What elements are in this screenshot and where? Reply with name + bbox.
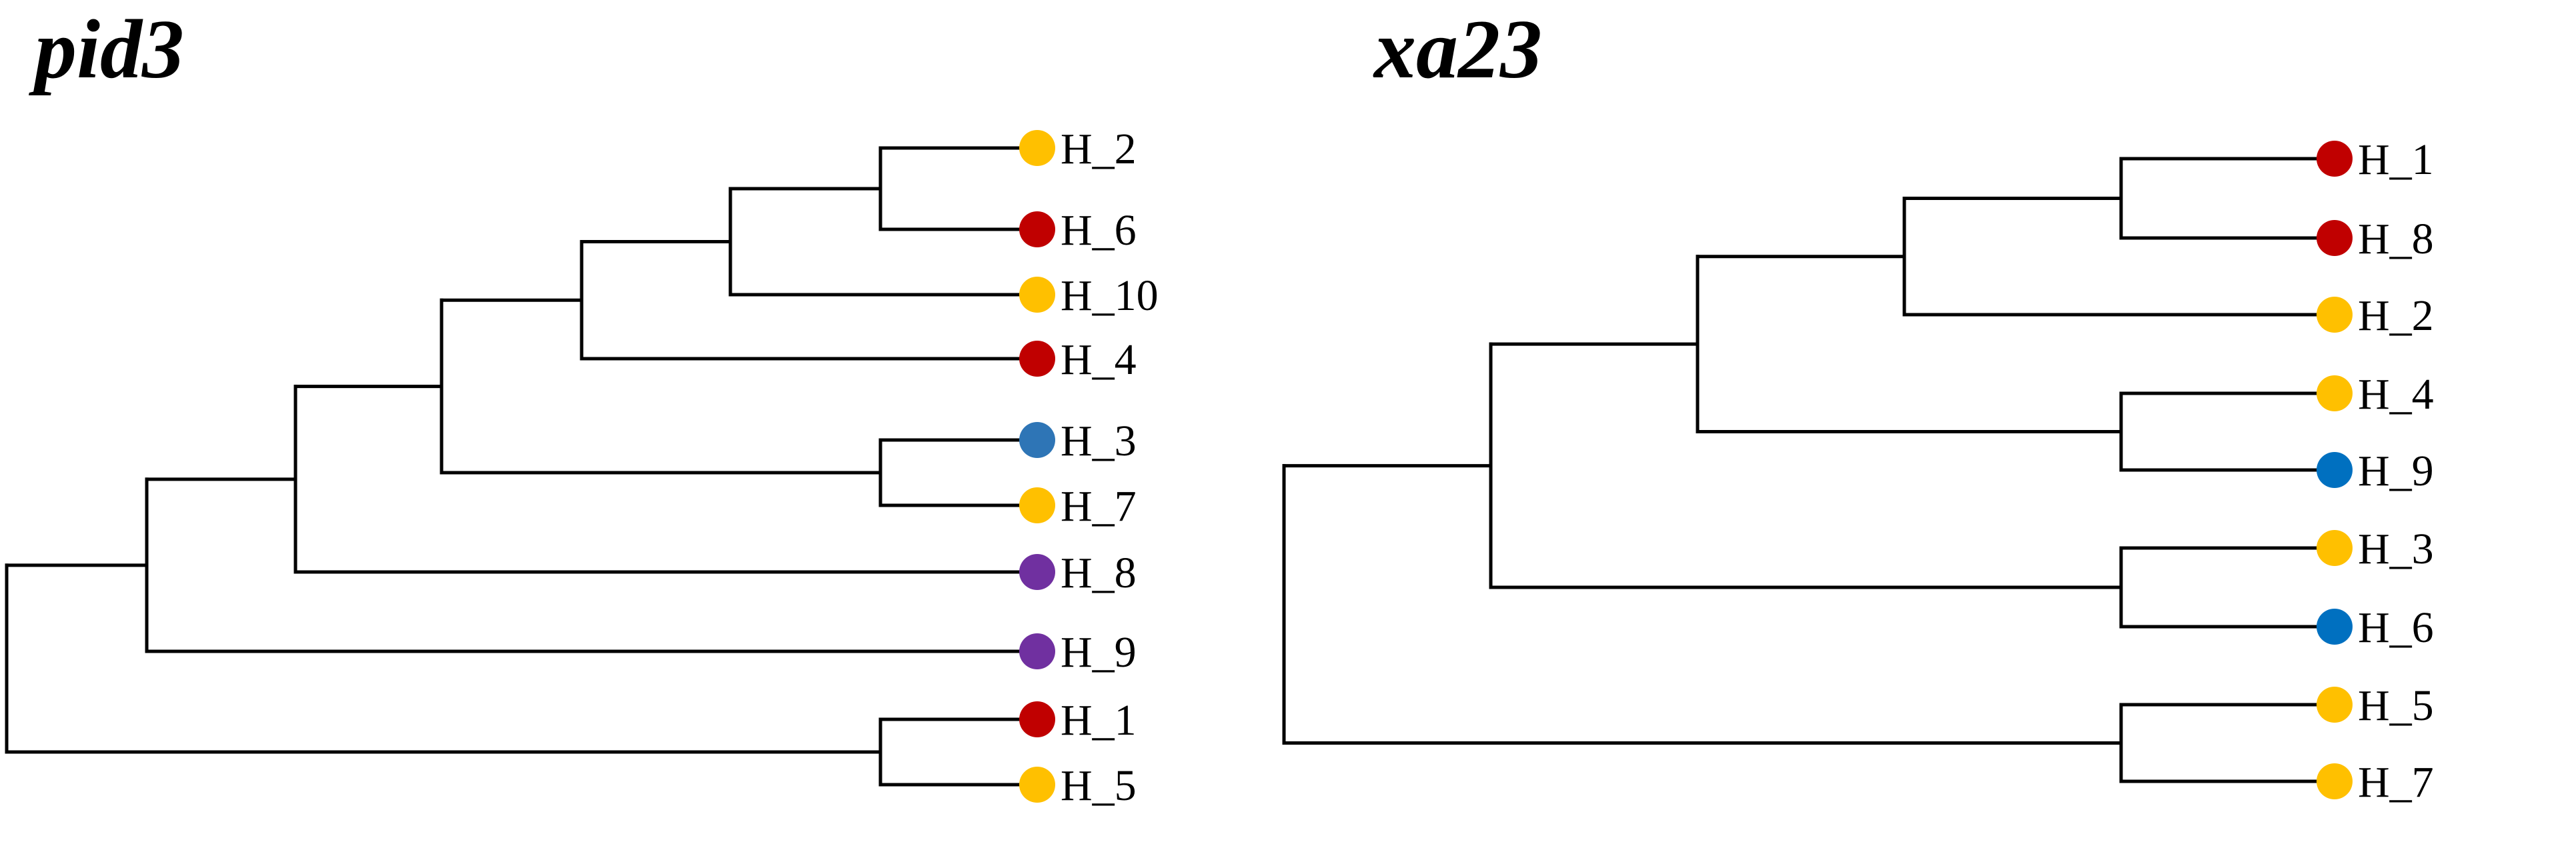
tip-label-h-5: H_5 <box>1061 761 1137 810</box>
tip-label-h-7: H_7 <box>2358 758 2434 807</box>
tip-label-h-9: H_9 <box>2358 447 2434 495</box>
tree-title-pid3: pid3 <box>35 3 185 96</box>
tip-marker-h-8 <box>2317 220 2353 256</box>
tip-label-h-6: H_6 <box>1061 206 1137 255</box>
tip-label-h-2: H_2 <box>1061 125 1137 173</box>
tip-marker-h-1 <box>1019 701 1055 737</box>
tip-label-h-5: H_5 <box>2358 681 2434 730</box>
tip-marker-h-1 <box>2317 141 2353 177</box>
tip-label-h-3: H_3 <box>2358 525 2434 573</box>
tip-marker-h-4 <box>2317 375 2353 411</box>
tip-marker-h-5 <box>2317 687 2353 723</box>
tip-label-h-9: H_9 <box>1061 628 1137 677</box>
tip-marker-h-7 <box>1019 487 1055 523</box>
tip-marker-h-10 <box>1019 277 1055 313</box>
tip-marker-h-4 <box>1019 341 1055 377</box>
tip-label-h-8: H_8 <box>2358 215 2434 263</box>
tip-label-h-6: H_6 <box>2358 603 2434 652</box>
tip-label-h-8: H_8 <box>1061 549 1137 597</box>
tip-marker-h-9 <box>2317 452 2353 488</box>
tip-marker-h-6 <box>1019 211 1055 247</box>
tip-marker-h-3 <box>2317 530 2353 566</box>
tip-label-h-3: H_3 <box>1061 417 1137 465</box>
tip-marker-h-8 <box>1019 554 1055 590</box>
tip-label-h-2: H_2 <box>2358 291 2434 340</box>
tip-label-h-7: H_7 <box>1061 482 1137 531</box>
tip-label-h-1: H_1 <box>2358 135 2434 184</box>
tip-label-h-1: H_1 <box>1061 696 1137 745</box>
tip-marker-h-2 <box>2317 297 2353 333</box>
tree-title-xa23: xa23 <box>1374 3 1542 96</box>
tip-marker-h-7 <box>2317 763 2353 799</box>
tip-label-h-4: H_4 <box>1061 335 1137 384</box>
tip-marker-h-2 <box>1019 130 1055 166</box>
tip-label-h-4: H_4 <box>2358 370 2434 419</box>
tip-marker-h-6 <box>2317 609 2353 645</box>
tip-label-h-10: H_10 <box>1061 271 1159 320</box>
tip-marker-h-5 <box>1019 767 1055 803</box>
tip-marker-h-9 <box>1019 633 1055 669</box>
tip-marker-h-3 <box>1019 422 1055 458</box>
